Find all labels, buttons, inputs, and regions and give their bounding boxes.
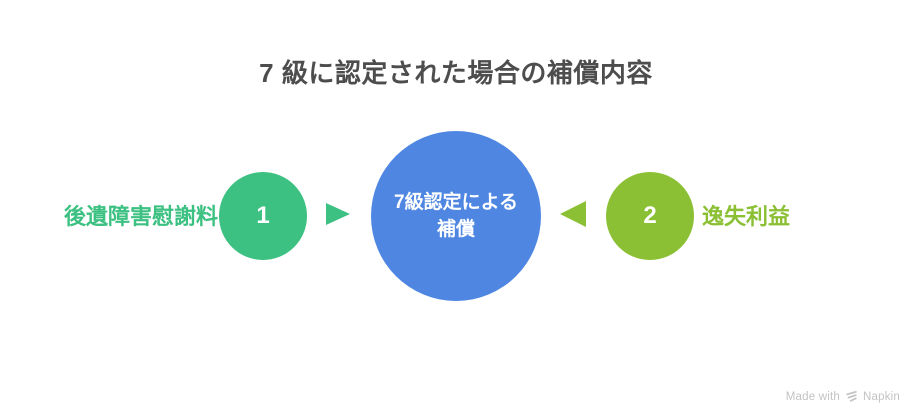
item-1-number-circle: 1 [219,172,307,260]
watermark: Made with Napkin [786,390,900,403]
center-node: 7級認定による 補償 [371,131,541,301]
item-2-label: 逸失利益 [702,204,791,229]
item-1-number: 1 [256,202,270,229]
item-2-number: 2 [643,202,657,229]
center-node-line1: 7級認定による [394,192,518,213]
triangle-right-icon [326,203,350,225]
napkin-logo-icon [845,390,858,403]
item-1-label: 後遺障害慰謝料 [64,204,219,229]
center-node-line2: 補償 [436,219,475,240]
center-node-text: 7級認定による 補償 [394,189,518,243]
watermark-prefix: Made with [785,390,840,403]
item-2-number-circle: 2 [606,172,694,260]
triangle-left-icon [560,201,586,227]
page-title: 7 級に認定された場合の補償内容 [259,58,653,88]
watermark-brand: Napkin [863,390,900,403]
